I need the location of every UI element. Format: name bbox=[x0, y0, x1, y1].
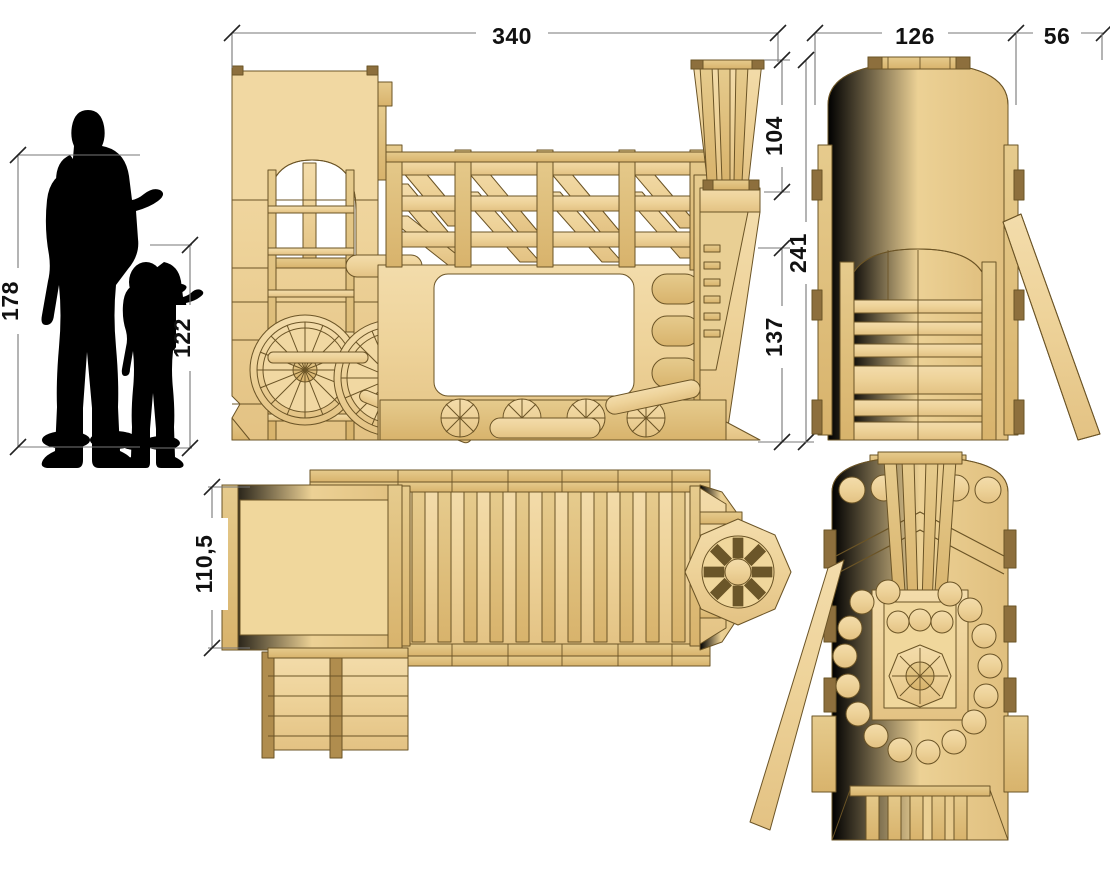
cannon-barrel bbox=[489, 417, 601, 439]
bow-deck bbox=[699, 187, 761, 213]
front-crows-nest-rim bbox=[867, 56, 971, 70]
dim-label-bg-122 bbox=[176, 305, 206, 371]
dim-label-bg-178 bbox=[4, 268, 34, 334]
dimension-label-340: 340 bbox=[492, 23, 532, 49]
view-top bbox=[221, 469, 792, 759]
safety-rail bbox=[385, 144, 709, 271]
bow-prow bbox=[693, 174, 761, 441]
bow-side-rails bbox=[811, 529, 1029, 793]
dim-label-bg-137 bbox=[768, 306, 798, 368]
cannon-barrel bbox=[605, 379, 701, 415]
rail-post bbox=[385, 144, 403, 268]
dimension-label-122: 122 bbox=[169, 318, 195, 358]
dim-label-bg-104 bbox=[768, 105, 798, 167]
dimension-label-137: 137 bbox=[761, 317, 787, 357]
dim-label-bg-56 bbox=[1033, 22, 1081, 50]
bow-mast bbox=[877, 451, 963, 607]
dim-label-bg-110-5 bbox=[198, 518, 228, 610]
dim-label-bg-241 bbox=[792, 222, 822, 284]
bow-stern-slats bbox=[831, 785, 1009, 841]
post-cap-left bbox=[231, 65, 244, 76]
bed-slats bbox=[411, 491, 686, 643]
ships-wheel bbox=[684, 518, 792, 626]
dimension-label-110-5: 110,5 bbox=[191, 535, 217, 594]
post-cap-right bbox=[366, 65, 379, 76]
top-rail-bars bbox=[279, 469, 711, 667]
slat-rail-left bbox=[401, 485, 411, 647]
front-gate-panel bbox=[839, 248, 997, 441]
dimension-label-104: 104 bbox=[761, 116, 787, 156]
view-side-elevation bbox=[231, 59, 765, 444]
bow-ships-wheel bbox=[888, 644, 952, 708]
cannon-decor-group bbox=[379, 379, 727, 441]
dimension-label-56: 56 bbox=[1044, 23, 1071, 49]
dimension-label-178: 178 bbox=[0, 281, 23, 321]
porthole-ring bbox=[832, 579, 1003, 765]
mattress-opening bbox=[433, 273, 635, 397]
view-front-elevation bbox=[811, 56, 1101, 468]
scale-figures-group: 178 122 bbox=[0, 110, 206, 468]
view-bow-top bbox=[749, 451, 1029, 841]
dim-label-bg-340 bbox=[476, 22, 548, 50]
stern-foot bbox=[231, 417, 251, 441]
top-ladder bbox=[261, 647, 409, 759]
silhouette-woman bbox=[41, 110, 164, 468]
oval-porthole-group bbox=[651, 273, 701, 389]
dim-label-bg-126 bbox=[882, 22, 948, 50]
bow-slide-ramp bbox=[749, 559, 845, 831]
hinge-plate bbox=[377, 81, 393, 107]
dimension-label-126: 126 bbox=[895, 23, 935, 49]
bow-deck-chevron bbox=[835, 511, 1005, 575]
crows-nest bbox=[690, 59, 765, 191]
top-stern-platform bbox=[221, 484, 403, 651]
dimension-label-241: 241 bbox=[785, 233, 811, 273]
